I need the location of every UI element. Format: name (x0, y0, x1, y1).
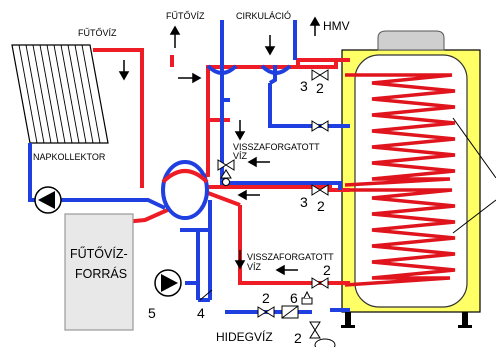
collector-pump (34, 186, 62, 214)
label-napkollektor: NAPKOLLEKTOR (33, 152, 106, 162)
label-futoviz-forras-line1: FŰTŐVÍZ- (70, 246, 128, 261)
label-viz-lower: VÍZ (247, 262, 262, 272)
label-futoviz-left: FŰTŐVÍZ (78, 28, 117, 38)
number-2-lower: 2 (323, 262, 331, 278)
number-2-top: 2 (316, 80, 324, 96)
number-2-cold: 2 (262, 290, 270, 306)
number-3-mid: 3 (300, 194, 308, 210)
number-4: 4 (197, 305, 205, 321)
solar-collector (11, 44, 109, 144)
label-visszaforgatott-upper: VISSZAFORGATOTT (233, 142, 320, 152)
flow-arrows (118, 16, 321, 276)
label-hidegviz: HIDEGVÍZ (216, 329, 273, 344)
upper-heat-exchanger-coil (344, 73, 456, 187)
number-6: 6 (290, 290, 298, 306)
heat-source-box (64, 213, 134, 331)
valves (217, 69, 336, 347)
label-hmv: HMV (323, 19, 350, 33)
label-viz-upper: VÍZ (233, 151, 248, 161)
heating-pump (154, 269, 182, 297)
number-2-bottom: 2 (294, 330, 302, 346)
number-3-top: 3 (300, 78, 308, 94)
label-futoviz-forras-line2: FORRÁS (75, 266, 127, 281)
lower-heat-exchanger-coil (344, 188, 456, 287)
hydraulic-separator (161, 160, 209, 220)
label-visszaforgatott-lower: VISSZAFORGATOTT (247, 252, 334, 262)
number-2-mid: 2 (317, 198, 325, 214)
label-cirkulacio: CIRKULÁCIÓ (236, 11, 291, 21)
number-5: 5 (148, 305, 156, 321)
label-futoviz-top: FŰTŐVÍZ (166, 11, 205, 21)
cold-water-pipes (28, 20, 350, 314)
pipe-crossings (206, 64, 292, 75)
